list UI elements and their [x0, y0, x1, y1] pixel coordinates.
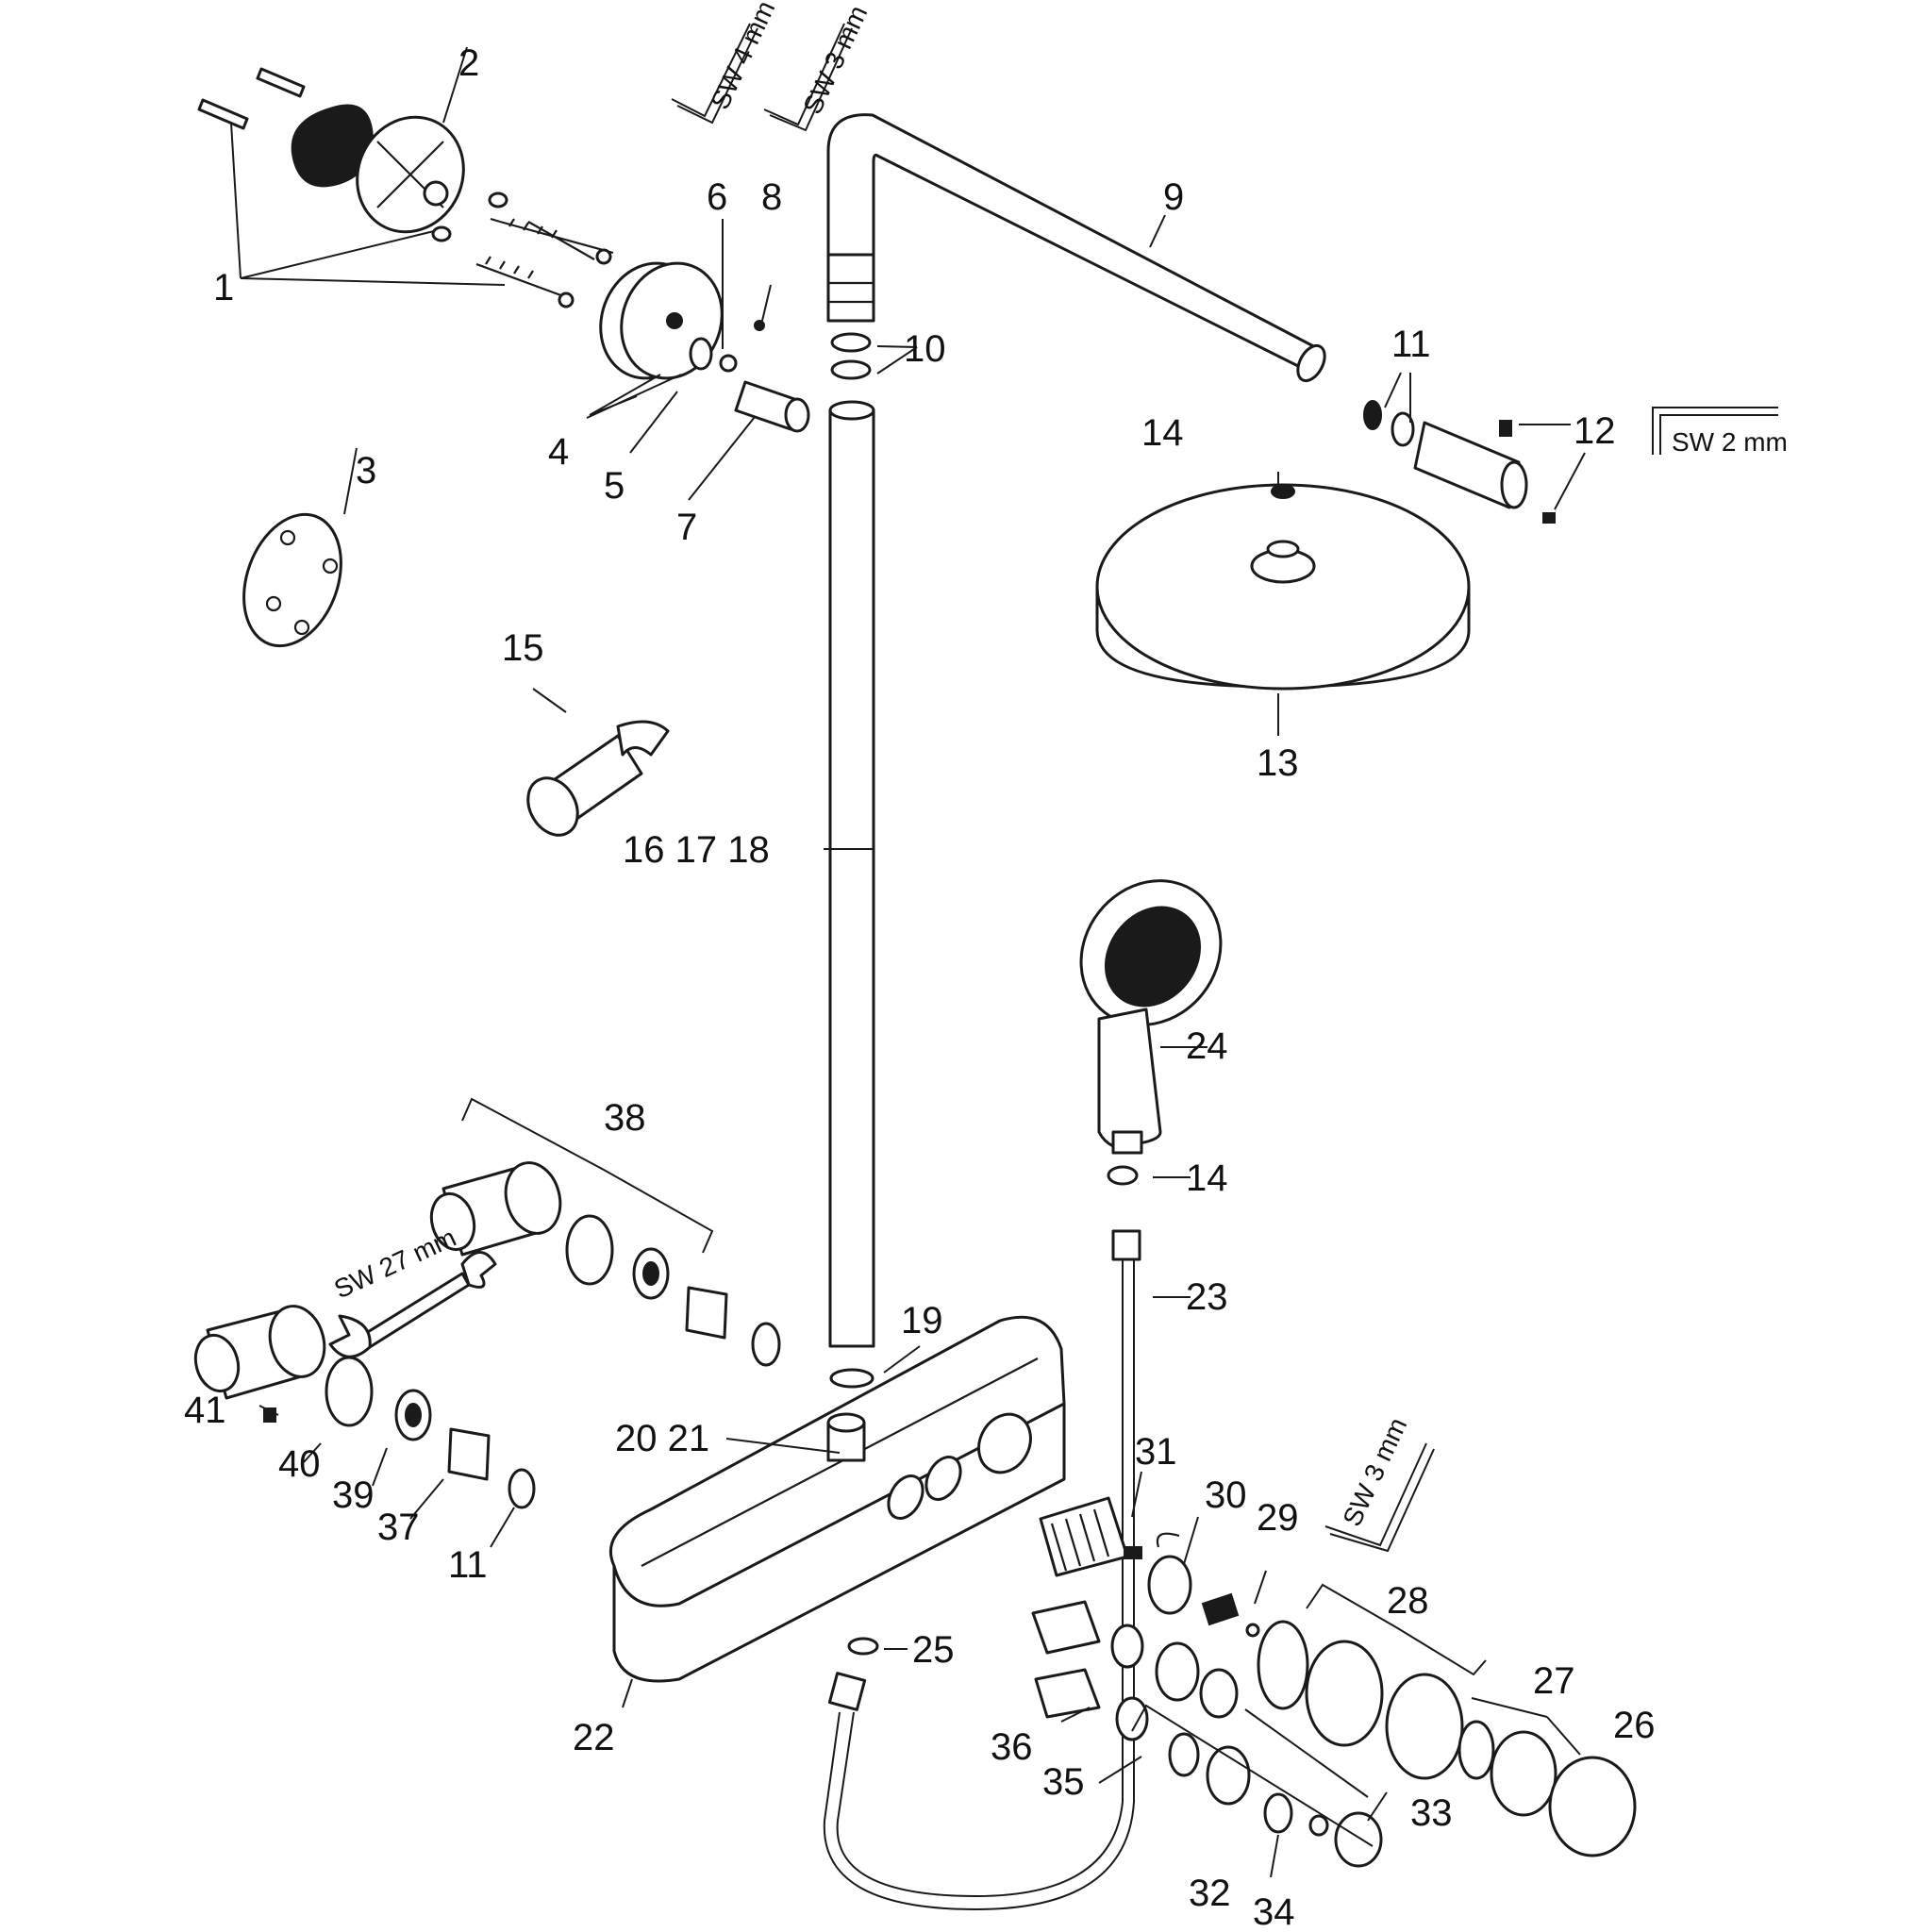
callout-28: 28: [1387, 1580, 1429, 1622]
callout-22: 22: [573, 1717, 615, 1758]
callout-7: 7: [676, 507, 697, 548]
o-ring-19: [829, 1368, 874, 1389]
wall-anchors: [197, 67, 306, 130]
hand-shower-24: [1079, 879, 1223, 1155]
callout-15: 15: [502, 627, 544, 669]
riser-pipe-16-18: [828, 400, 875, 1348]
callout-2: 2: [458, 42, 479, 84]
callout-3: 3: [356, 450, 376, 491]
adapter-11-12: [1363, 400, 1556, 524]
shower-hose-23: [823, 1229, 1141, 1911]
tool-label-sw2: SW 2 mm: [1672, 427, 1788, 457]
callout-11-lower: 11: [448, 1544, 488, 1586]
callout-14-top: 14: [1141, 412, 1184, 454]
callout-35: 35: [1042, 1761, 1085, 1803]
washer-14-lower: [1107, 1165, 1139, 1186]
callout-19: 19: [901, 1300, 943, 1341]
callout-11-top: 11: [1391, 324, 1431, 365]
o-rings-10: [830, 332, 872, 380]
thermostatic-cartridge-31: [1039, 1496, 1142, 1577]
handle-cap-26: [1548, 1756, 1637, 1857]
handle-set-27: [1457, 1720, 1557, 1817]
overhead-shower-13: [1095, 483, 1471, 691]
callout-41: 41: [184, 1390, 226, 1431]
hex-key-sw3-top: SW 3 mm: [763, 1, 873, 132]
callout-30: 30: [1205, 1474, 1247, 1516]
callout-24: 24: [1186, 1025, 1228, 1067]
callout-37: 37: [377, 1507, 420, 1548]
callout-16-17-18: 16 17 18: [623, 829, 770, 871]
callout-9: 9: [1163, 176, 1184, 218]
callout-5: 5: [604, 465, 625, 507]
callout-33: 33: [1410, 1792, 1453, 1834]
connection-set-lower: [193, 1305, 536, 1509]
callout-26: 26: [1613, 1705, 1656, 1746]
screw-29: [1201, 1592, 1260, 1638]
callout-1: 1: [213, 267, 234, 308]
callout-40: 40: [278, 1443, 321, 1485]
callout-10: 10: [904, 328, 946, 370]
wall-gasket: [291, 104, 375, 188]
callout-4: 4: [548, 431, 569, 473]
connection-set-38: [429, 1161, 781, 1367]
callout-14-lower: 14: [1186, 1158, 1228, 1199]
slider-15: [526, 720, 670, 837]
diverter-parts-32-35: [1155, 1641, 1383, 1868]
callout-38: 38: [604, 1097, 646, 1139]
connector-20-21: [826, 1412, 866, 1462]
hex-key-sw4: SW 4 mm: [671, 0, 780, 125]
cover-rosette-4: [599, 261, 724, 380]
clip-30: [1156, 1532, 1180, 1548]
callout-34: 34: [1253, 1891, 1295, 1932]
arm-end-rings: [826, 253, 875, 323]
shower-arm-9: [826, 113, 1321, 375]
diverter-cartridge-36: [1031, 1600, 1149, 1741]
callout-20-21: 20 21: [615, 1418, 709, 1459]
back-plate-3: [242, 512, 342, 648]
callout-25: 25: [912, 1629, 955, 1671]
callout-23: 23: [1186, 1276, 1228, 1318]
callout-39: 39: [332, 1474, 375, 1516]
callout-numbers: 1 2 3 4 5 6 7 8 9 10 11 12 13 14 15 16 1…: [184, 42, 1656, 1932]
wrench-sw27: [328, 1251, 497, 1358]
tool-label-sw3-top: SW 3 mm: [797, 1, 873, 118]
leader-lines: [230, 46, 1586, 1878]
o-ring-5: [689, 337, 713, 371]
screw-6: [719, 354, 738, 373]
ring-30: [1147, 1555, 1192, 1615]
callout-6: 6: [707, 176, 727, 218]
screws-1: [431, 192, 614, 308]
callout-8: 8: [761, 176, 782, 218]
callout-29: 29: [1257, 1497, 1299, 1539]
callout-13: 13: [1257, 742, 1299, 784]
callout-27: 27: [1533, 1660, 1575, 1702]
tool-label-sw3-bottom: SW 3 mm: [1337, 1413, 1412, 1530]
handle-set-28: [1257, 1620, 1464, 1780]
callout-12: 12: [1574, 410, 1616, 452]
tool-label-sw4: SW 4 mm: [705, 0, 780, 114]
washer-25: [847, 1637, 879, 1656]
wall-bracket-2: [356, 115, 465, 234]
sleeve-7: [734, 380, 810, 433]
callout-36: 36: [991, 1726, 1033, 1768]
callout-32: 32: [1189, 1873, 1231, 1914]
hex-key-sw2: SW 2 mm: [1652, 407, 1788, 457]
hex-key-sw3-bottom: SW 3 mm: [1324, 1413, 1435, 1553]
callout-31: 31: [1135, 1431, 1177, 1473]
grub-screw-8: [754, 320, 765, 331]
